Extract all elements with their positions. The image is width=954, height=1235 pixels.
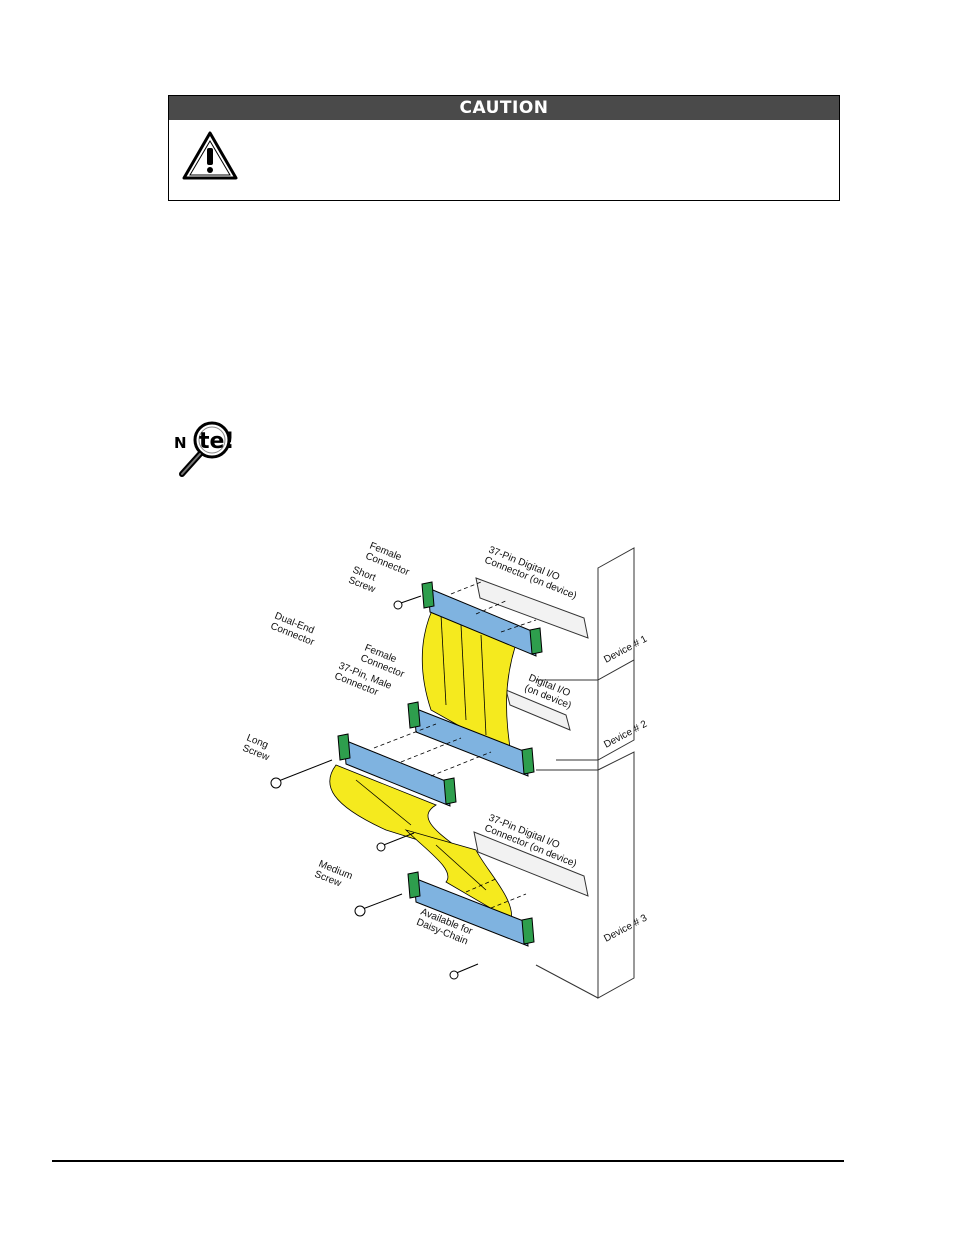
- label-medium-screw: MediumScrew: [313, 859, 354, 893]
- label-short-screw: ShortScrew: [347, 565, 382, 596]
- footer-rule: [52, 1160, 844, 1162]
- cable-connectors: [337, 581, 543, 947]
- svg-text:te!: te!: [199, 429, 234, 454]
- label-long-screw: LongScrew: [241, 733, 276, 764]
- warning-triangle-icon: [182, 131, 238, 180]
- svg-text:N: N: [174, 434, 187, 452]
- note-magnifier-icon: N te!: [174, 421, 234, 477]
- alignment-arrows: [373, 581, 537, 909]
- daisy-chain-diagram: FemaleConnector ShortScrew 37-Pin Digita…: [241, 541, 650, 999]
- screws: [270, 595, 479, 980]
- ribbon-cables: [329, 601, 522, 921]
- device-boxes: [535, 547, 635, 999]
- caution-title: CAUTION: [169, 96, 839, 120]
- device-connectors: [473, 577, 589, 897]
- caution-box: CAUTION: [168, 95, 840, 201]
- label-dual-end-connector: Dual-EndConnector: [269, 611, 321, 649]
